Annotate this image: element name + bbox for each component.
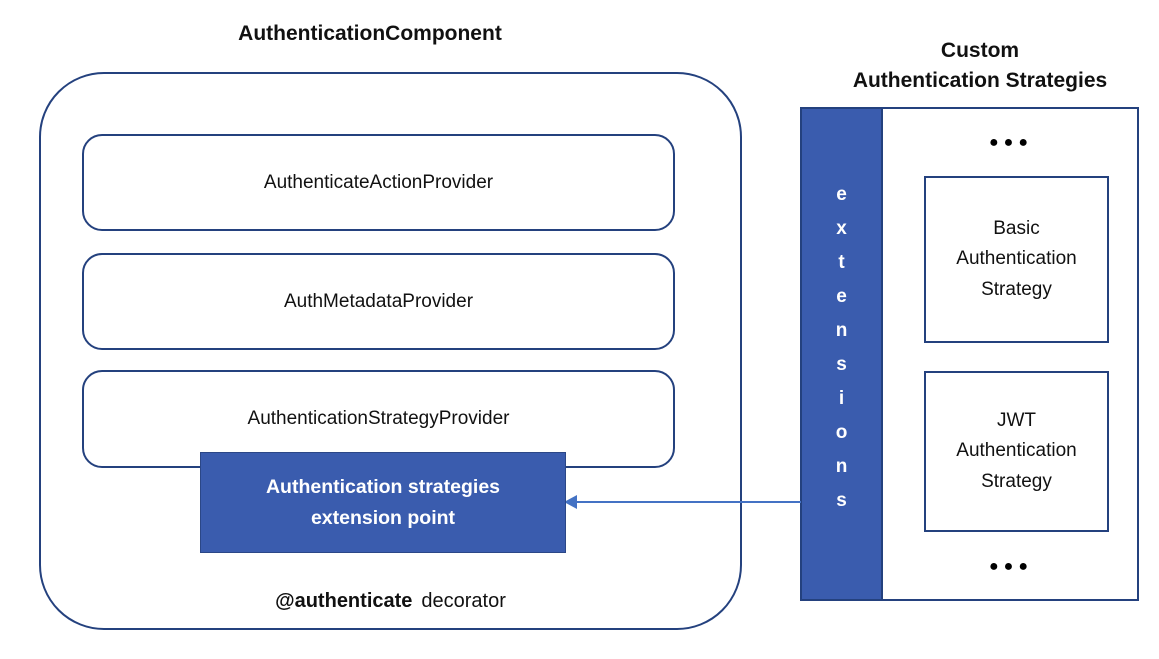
provider-label: AuthenticationStrategyProvider	[247, 408, 510, 429]
custom-strategies-title: Custom Authentication Strategies	[852, 39, 1108, 93]
provider-box-authenticate-action: AuthenticateActionProvider	[82, 134, 675, 231]
basic-strategy-box: Basic Authentication Strategy	[924, 176, 1109, 343]
extension-arrow-head-icon	[564, 495, 577, 509]
authentication-component-title: AuthenticationComponent	[238, 22, 502, 45]
decorator-label: @authenticate decorator	[39, 590, 742, 613]
provider-label: AuthMetadataProvider	[283, 290, 474, 312]
extension-point-box: Authentication strategies extension poin…	[200, 452, 566, 553]
jwt-strategy-box: JWT Authentication Strategy	[924, 371, 1109, 532]
extensions-label: extensions	[831, 184, 852, 524]
more-strategies-ellipsis-bottom: ●●●	[989, 558, 1033, 575]
decorator-word: decorator	[421, 590, 506, 612]
more-strategies-ellipsis-top: ●●●	[989, 134, 1033, 151]
authentication-component-box	[39, 72, 742, 630]
provider-box-auth-metadata: AuthMetadataProvider	[82, 253, 675, 350]
extension-arrow-line	[576, 501, 801, 503]
provider-label: AuthenticateActionProvider	[263, 171, 494, 193]
decorator-name: @authenticate	[275, 590, 413, 612]
extensions-bar: extensions	[800, 107, 883, 601]
